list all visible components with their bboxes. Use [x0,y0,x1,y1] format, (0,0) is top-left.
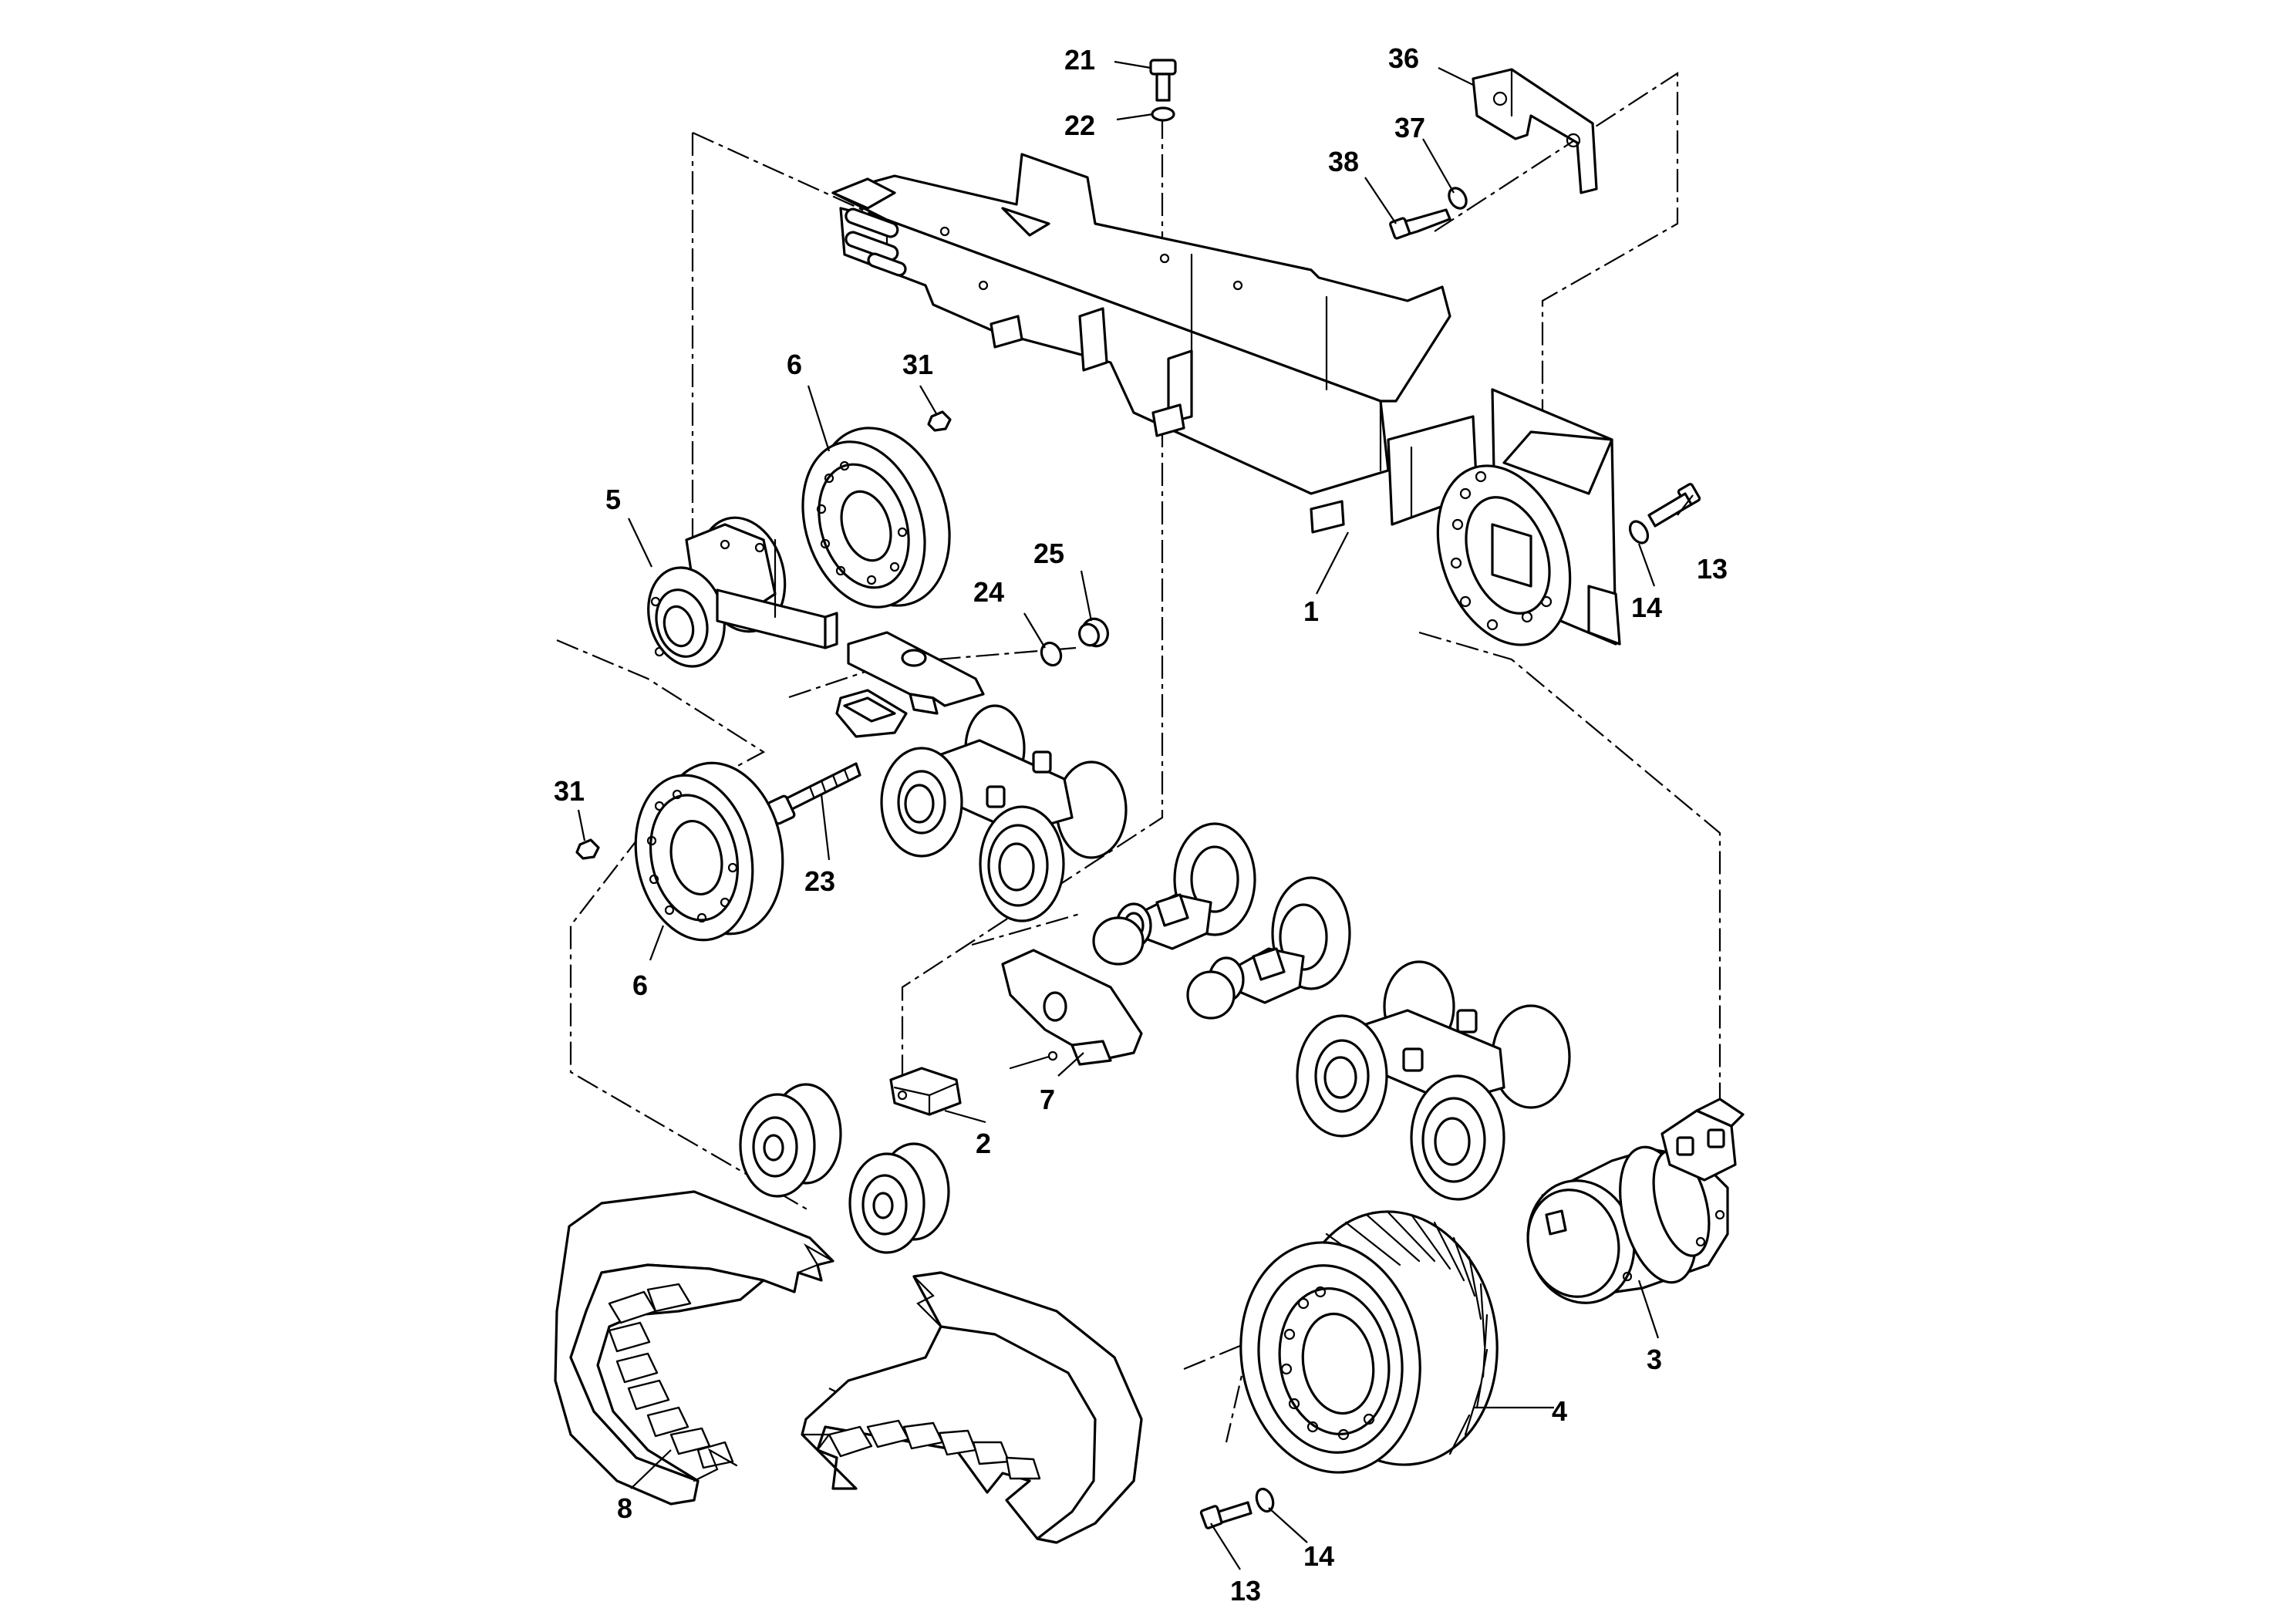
callout-13-upper: 13 [1697,553,1728,585]
callout-23: 23 [804,865,835,897]
washer-wheel [1255,1487,1275,1513]
tire-tread [1325,1211,1489,1455]
tensioner-pin [1009,1050,1058,1070]
idler-wheel-front [634,761,784,942]
callout-31-rear: 31 [902,349,933,380]
callout-2: 2 [976,1128,991,1159]
callout-37: 37 [1394,112,1425,143]
callout-4: 4 [1552,1395,1567,1427]
bogie-roller-lower [1296,960,1571,1201]
wheel-bolt-holes [1280,1286,1375,1441]
axle-rollers-mid [1092,822,1351,1020]
bracket [1472,68,1598,194]
callout-6-rear: 6 [787,349,802,380]
idler-hub [647,516,838,668]
drive-sprocket-wheel [1239,1210,1499,1474]
callout-8: 8 [617,1492,632,1524]
washer-top [1151,106,1175,122]
callout-5: 5 [605,484,621,515]
callout-21: 21 [1064,44,1095,76]
track-lugs-rear [608,1283,734,1469]
roller-single-right [848,1142,950,1254]
callout-3: 3 [1647,1344,1662,1375]
callout-24: 24 [973,576,1004,608]
nut-bogie [1078,617,1109,648]
drive-motor [1526,1098,1745,1304]
callout-36: 36 [1388,42,1419,74]
clamp-upper [847,631,985,715]
callout-22: 22 [1064,110,1095,141]
mounting-ring-bolt-holes [1450,470,1553,631]
callout-25: 25 [1033,538,1064,569]
callout-labels: 21 22 36 37 38 6 31 5 1 13 14 24 25 31 2… [554,42,1728,1607]
rear-wheel-bolt-holes [816,460,908,585]
washer-drive-mount [1628,520,1650,545]
washer-bogie [1040,641,1063,667]
bogie-bolt [767,762,861,825]
callout-14-lower: 14 [1303,1540,1334,1572]
track-lugs-front [828,1419,1041,1480]
nut-rear [927,410,952,432]
bolt-drive-mount [1647,483,1701,528]
bolt-top [1149,59,1177,102]
callout-6-front: 6 [632,969,648,1001]
tensioner-block [889,1067,962,1116]
callout-1: 1 [1303,595,1319,627]
nut-front [575,838,600,860]
callout-7: 7 [1040,1084,1055,1115]
bolt-bracket [1389,208,1451,240]
callout-31-front: 31 [554,775,585,807]
tensioner-arm [1001,949,1143,1066]
roller-single-left [739,1083,842,1198]
rubber-track [554,1190,1143,1544]
bogie-roller-upper [880,704,1128,922]
leader-lines [577,60,1694,1570]
callout-13-lower: 13 [1230,1575,1261,1607]
callout-38: 38 [1328,146,1359,177]
washer-bracket [1448,187,1468,210]
clamp-lower [835,689,908,738]
idler-wheel-rear [801,427,951,609]
bolt-wheel [1199,1501,1253,1529]
track-frame [831,153,1621,646]
callout-14-upper: 14 [1631,592,1662,623]
front-wheel-bolt-holes [646,789,738,923]
